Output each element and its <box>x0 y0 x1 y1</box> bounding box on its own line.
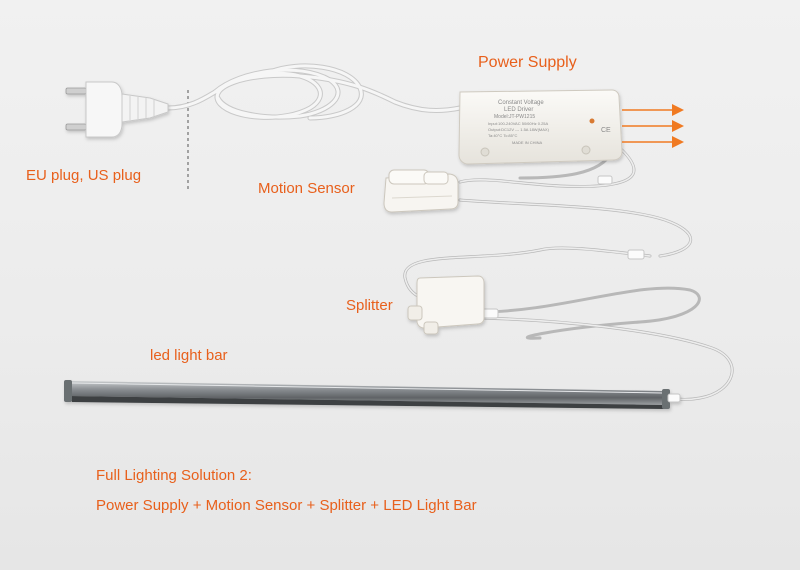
connector-a <box>627 249 645 260</box>
psu-line-4: Input:100-240VAC 50/60Hz 0.25A <box>488 121 549 126</box>
psu-line-3: Model:JT-PW1215 <box>494 114 535 120</box>
psu-line-7: MADE IN CHINA <box>512 140 543 145</box>
solution-title: Full Lighting Solution 2: <box>96 467 252 484</box>
power-supply-label: Power Supply <box>478 54 577 71</box>
plug-label: EU plug, US plug <box>26 167 142 184</box>
output-arrows <box>622 104 684 148</box>
ce-mark: CE <box>601 127 611 134</box>
psu-line-1: Constant Voltage <box>498 100 544 106</box>
splitter-label: Splitter <box>346 297 393 314</box>
led-light-bar-device <box>64 380 681 409</box>
motion-sensor-label: Motion Sensor <box>258 180 355 197</box>
psu-line-2: LED Driver <box>504 107 533 113</box>
power-plug <box>65 81 169 138</box>
solution-components: Power Supply + Motion Sensor + Splitter … <box>96 497 477 514</box>
psu-line-5: Output:DC12V --- 1.5A 18W(MAX) <box>488 127 550 132</box>
light-bar-label: led light bar <box>150 347 228 364</box>
cables <box>165 63 734 401</box>
psu-line-6: Ta:40°C Tc:85°C <box>488 133 517 138</box>
motion-sensor-device <box>383 169 459 213</box>
splitter-device <box>407 275 485 335</box>
power-supply-box: Constant Voltage LED Driver Model:JT-PW1… <box>458 89 623 165</box>
connector-c <box>597 175 613 185</box>
